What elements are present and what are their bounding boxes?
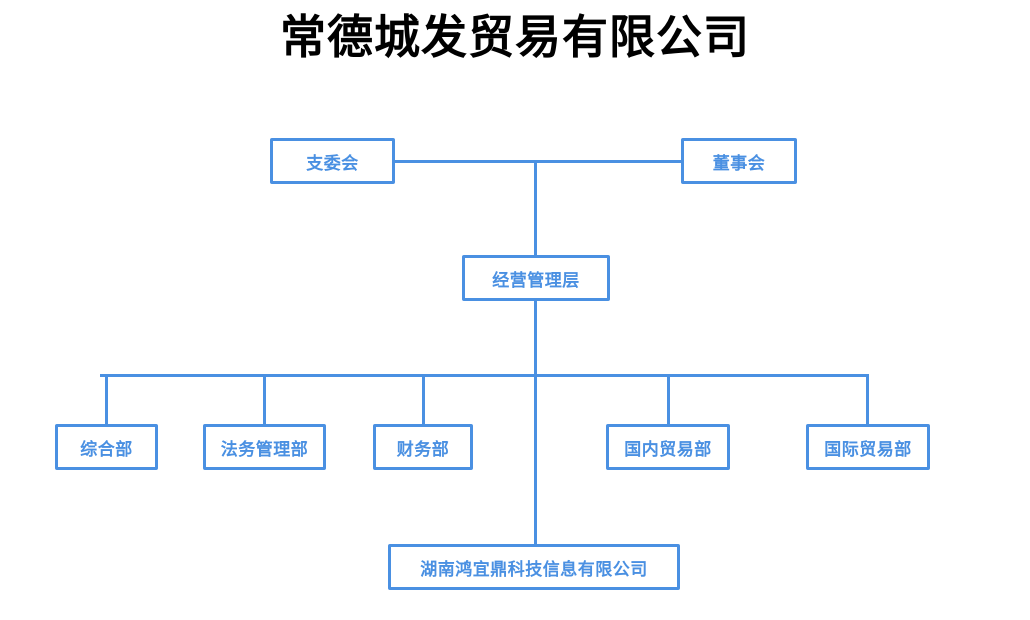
node-label-board-of-directors: 董事会 bbox=[712, 153, 766, 173]
connector-bus-to-finance bbox=[422, 374, 425, 425]
connector-bus-to-subsidiary bbox=[534, 374, 537, 545]
node-domestic-trade[interactable]: 国内贸易部 bbox=[606, 424, 730, 470]
node-general-affairs[interactable]: 综合部 bbox=[55, 424, 158, 470]
page-title: 常德城发贸易有限公司 bbox=[280, 12, 750, 63]
node-label-finance: 财务部 bbox=[396, 439, 450, 459]
node-label-management: 经营管理层 bbox=[492, 270, 580, 290]
connector-bus-to-international-trade bbox=[866, 374, 869, 425]
node-party-committee[interactable]: 支委会 bbox=[270, 138, 395, 184]
connector-bus-to-domestic-trade bbox=[667, 374, 670, 425]
connector-bus-to-general-affairs bbox=[105, 374, 108, 425]
node-international-trade[interactable]: 国际贸易部 bbox=[806, 424, 930, 470]
node-subsidiary[interactable]: 湖南鸿宜鼎科技信息有限公司 bbox=[388, 544, 680, 590]
connector-department-bus bbox=[100, 374, 869, 377]
node-label-legal-management: 法务管理部 bbox=[220, 439, 309, 459]
node-label-party-committee: 支委会 bbox=[306, 153, 359, 173]
node-label-domestic-trade: 国内贸易部 bbox=[624, 439, 712, 459]
node-management[interactable]: 经营管理层 bbox=[462, 255, 610, 301]
connector-bus-to-legal-management bbox=[263, 374, 266, 425]
node-label-subsidiary: 湖南鸿宜鼎科技信息有限公司 bbox=[420, 559, 648, 579]
connector-party-to-board bbox=[393, 160, 683, 163]
connector-management-to-bus bbox=[534, 300, 537, 375]
connector-board-to-management bbox=[534, 160, 537, 256]
node-legal-management[interactable]: 法务管理部 bbox=[203, 424, 326, 470]
node-finance[interactable]: 财务部 bbox=[373, 424, 473, 470]
node-label-general-affairs: 综合部 bbox=[80, 439, 133, 459]
node-board-of-directors[interactable]: 董事会 bbox=[681, 138, 797, 184]
node-label-international-trade: 国际贸易部 bbox=[824, 439, 912, 459]
